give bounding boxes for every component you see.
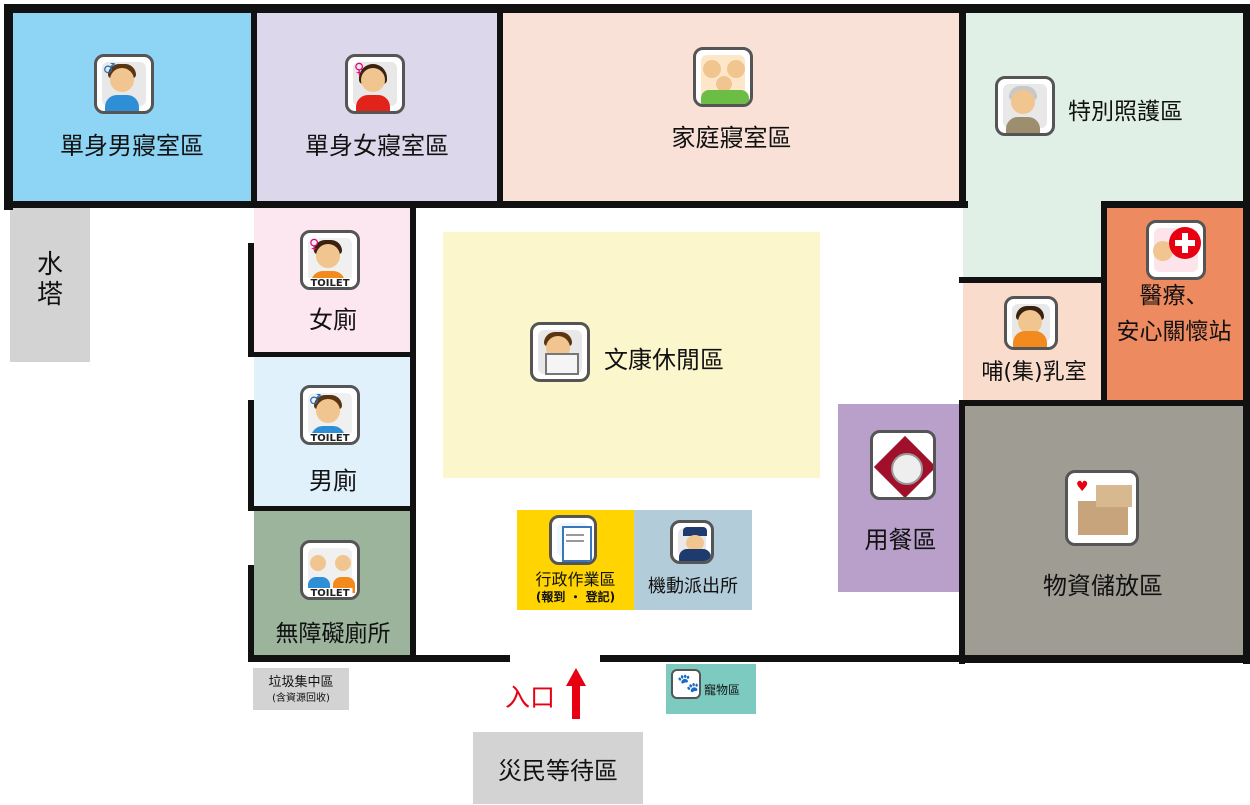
admin-label-line2: (報到 ・ 登記) [535,590,616,604]
nursing-label: 哺(集)乳室 [981,360,1087,385]
wall-special-care-bottom [959,277,1107,283]
entrance-arrow-icon [566,668,586,720]
heart-icon: ♥ [1076,479,1089,495]
special-care-label: 特別照護區 [1068,99,1183,125]
family-dorm-label: 家庭寢室區 [671,124,792,152]
single-male-icon: ♂ [94,54,154,114]
wall-toilets-right [410,204,416,659]
dorm-bottom-wall [4,201,968,208]
recreation-label: 文康休閒區 [604,346,724,374]
recreation-area [443,232,820,478]
wall-family-special [959,4,966,208]
pet-label: 寵物區 [704,683,741,697]
medical-icon [1146,220,1206,280]
single-male-dorm-label: 單身男寢室區 [60,132,204,160]
female-symbol: ♀ [354,61,365,77]
wall-storage-bottom [959,655,1250,663]
police-icon [670,520,714,564]
wall-bottom-left [248,655,510,662]
wall-storage-left [959,400,965,664]
wall-medical-top [1101,201,1250,208]
single-female-icon: ♀ [345,54,405,114]
outer-wall-right [1243,4,1250,664]
single-female-dorm-label: 單身女寢室區 [305,132,449,160]
nursing-icon [1004,296,1058,350]
entrance-label: 入口 [505,683,556,712]
police-label: 機動派出所 [648,576,738,597]
admin-label-line1: 行政作業區 [535,570,616,589]
wall-toilets-left-top [248,243,254,357]
family-dorm-area [500,10,963,204]
wall-storage-top [959,400,1250,406]
waiting-area-label: 災民等待區 [498,757,618,785]
outer-wall-top [4,4,1250,13]
family-icon [693,47,753,107]
accessible-toilet-icon: TOILET [300,540,360,600]
toilet-tag: TOILET [307,588,353,597]
elderly-icon [995,76,1055,136]
male-symbol: ♂ [103,61,116,77]
wall-bottom-right [600,655,966,662]
female-toilet-label: 女廁 [309,306,357,334]
wall-male-female-dorm [251,4,257,208]
toilet-tag: TOILET [307,433,353,442]
storage-label: 物資儲放區 [1043,572,1163,600]
reading-icon [530,322,590,382]
wall-female-family-dorm [497,4,503,208]
dining-label: 用餐區 [864,526,937,554]
waiting-area [473,732,643,804]
wall-male-accessible-toilet [248,506,414,511]
female-toilet-icon: ♀ TOILET [300,230,360,290]
male-symbol: ♂ [309,392,322,408]
garbage-area [253,668,349,710]
male-toilet-icon: ♂ TOILET [300,385,360,445]
male-toilet-label: 男廁 [309,467,357,495]
outer-wall-left [4,4,13,210]
water-tower-text: 水塔 [36,250,63,310]
wall-toilets-left-bottom [248,565,254,661]
clipboard-icon [549,515,597,565]
toilet-tag: TOILET [307,278,353,287]
wall-toilets-left-mid [248,400,254,510]
medical-label-line2: 安心關懷站 [1116,319,1232,345]
wall-medical-left [1101,201,1107,406]
female-symbol: ♀ [309,237,320,253]
water-tower [10,208,90,362]
water-tower-label: 水塔 [10,250,90,310]
garbage-label-line2: (含資源回收) [272,693,330,704]
paw-icon: 🐾 [671,669,701,699]
garbage-label-line1: 垃圾集中區 [268,675,334,690]
wall-female-male-toilet [248,352,414,357]
medical-label-line1: 醫療、 [1139,283,1209,309]
dining-icon [870,430,936,500]
accessible-toilet-label: 無障礙廁所 [275,621,391,647]
supply-box-icon: ♥ [1065,470,1139,546]
